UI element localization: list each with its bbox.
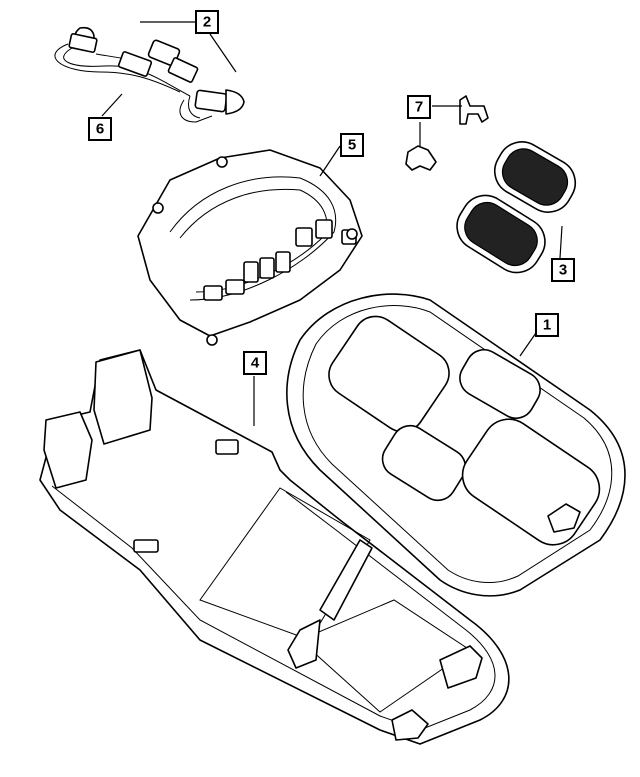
- wiring-harness: [54, 26, 245, 123]
- callout-label: 7: [415, 99, 423, 116]
- leader-lines: [101, 21, 563, 426]
- callout-2: 2: [195, 10, 219, 34]
- callout-label: 3: [559, 262, 567, 279]
- callout-5: 5: [340, 133, 364, 157]
- callout-1: 1: [535, 313, 559, 337]
- callout-label: 5: [348, 137, 356, 154]
- console-housing: [39, 349, 510, 745]
- lens-lower: [456, 194, 546, 274]
- clip-upper: [459, 95, 489, 125]
- clip-lower: [405, 145, 437, 171]
- callout-4: 4: [243, 351, 267, 375]
- callout-label: 2: [203, 14, 211, 31]
- electronics-module: [137, 149, 363, 346]
- callout-label: 4: [251, 355, 260, 372]
- console-bezel: [286, 293, 626, 597]
- lens-upper: [493, 141, 577, 213]
- callout-3: 3: [551, 258, 575, 282]
- callout-label: 1: [543, 317, 551, 334]
- callout-label: 6: [96, 121, 104, 138]
- callout-6: 6: [88, 117, 112, 141]
- callout-7: 7: [407, 95, 431, 119]
